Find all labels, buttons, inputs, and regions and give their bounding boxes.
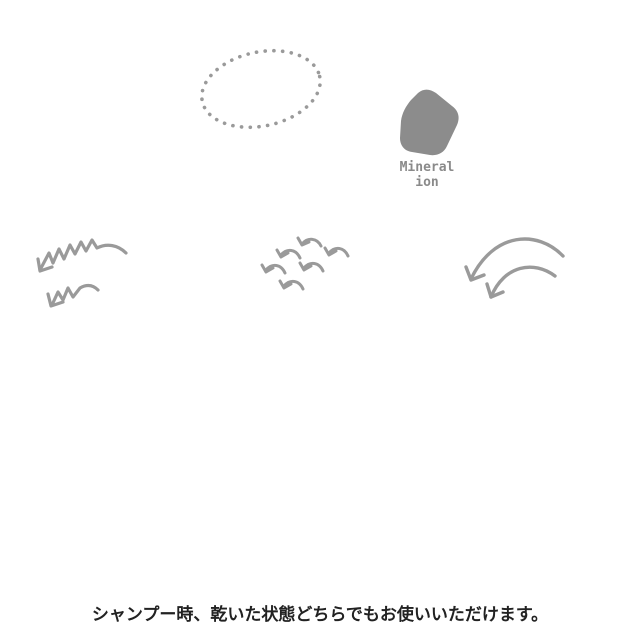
mineral-label-line1: Mineral: [399, 160, 455, 175]
mineral-label-line2: ion: [415, 175, 439, 190]
dotted-ellipse-icon: [200, 48, 322, 130]
mineral-stone-icon: [400, 89, 459, 156]
usage-caption: シャンプー時、乾いた状態どちらでもお使いいただけます。: [91, 605, 549, 625]
scattered-arrows-icon: [260, 236, 350, 291]
curved-arrows-icon: [464, 237, 565, 299]
mineral-ion-label: Mineral ion: [382, 160, 472, 190]
zigzag-arrows-icon: [36, 238, 128, 308]
